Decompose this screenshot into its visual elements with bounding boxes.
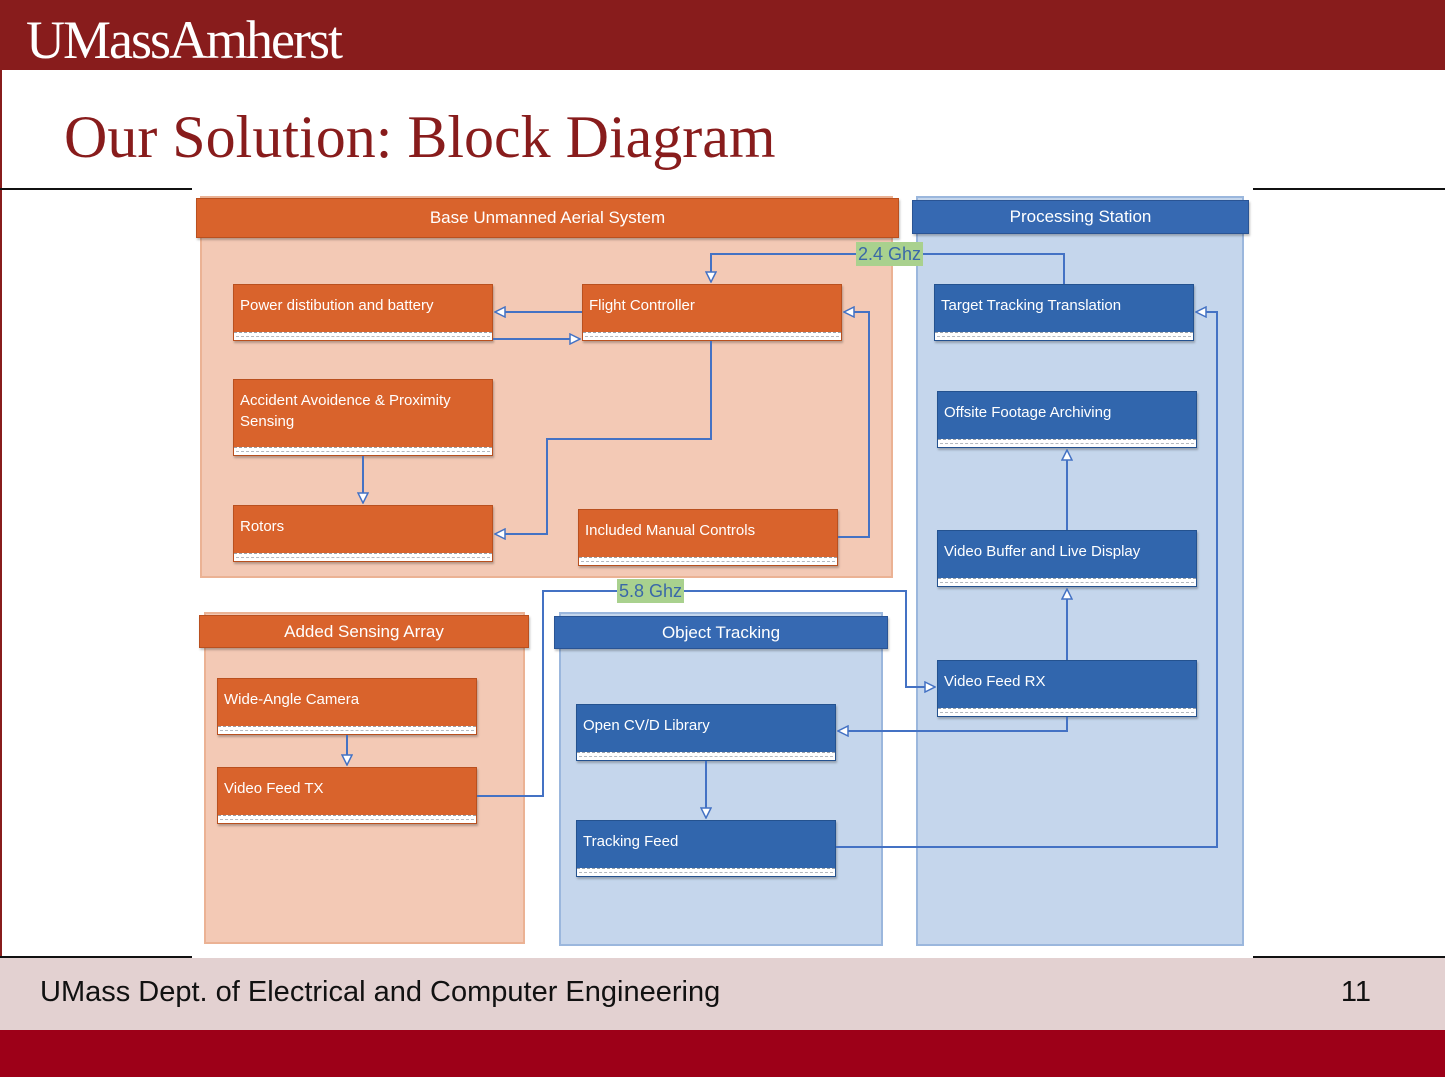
manual-controls-block: Included Manual Controls	[578, 509, 838, 566]
footer-divider-left	[0, 956, 192, 958]
flight-controller-label: Flight Controller	[589, 297, 695, 314]
offsite-archiving-label: Offsite Footage Archiving	[944, 404, 1112, 421]
title-divider-right	[1253, 188, 1445, 190]
accident-avoidance-block: Accident Avoidence & Proximity Sensing	[233, 379, 493, 456]
page-number: 11	[1340, 976, 1371, 1008]
target-tracking-block: Target Tracking Translation	[934, 284, 1194, 341]
object-tracking-group	[559, 612, 883, 946]
video-feed-rx-label: Video Feed RX	[944, 673, 1046, 690]
wide-angle-camera-block: Wide-Angle Camera	[217, 678, 477, 735]
video-feed-tx-block: Video Feed TX	[217, 767, 477, 824]
power-distribution-block: Power distibution and battery	[233, 284, 493, 341]
tracking-feed-label: Tracking Feed	[583, 833, 679, 850]
video-feed-rx-block: Video Feed RX	[937, 660, 1197, 717]
accident-avoidance-label: Accident Avoidence & Proximity Sensing	[240, 392, 451, 430]
freq-label-5-8: 5.8 Ghz	[617, 579, 685, 603]
rotors-block: Rotors	[233, 505, 493, 562]
flight-controller-block: Flight Controller	[582, 284, 842, 341]
rotors-label: Rotors	[240, 518, 285, 535]
object-tracking-header: Object Tracking	[554, 616, 888, 649]
left-border	[0, 70, 3, 960]
video-feed-tx-label: Video Feed TX	[224, 780, 324, 797]
power-distribution-label: Power distibution and battery	[240, 297, 434, 314]
video-buffer-block: Video Buffer and Live Display	[937, 530, 1197, 587]
manual-controls-label: Included Manual Controls	[585, 522, 756, 539]
wide-angle-camera-label: Wide-Angle Camera	[224, 691, 360, 708]
opencv-library-block: Open CV/D Library	[576, 704, 836, 761]
footer-band	[0, 958, 1445, 1030]
umass-logo: UMassAmherst	[26, 10, 343, 70]
target-tracking-label: Target Tracking Translation	[941, 297, 1122, 314]
offsite-archiving-block: Offsite Footage Archiving	[937, 391, 1197, 448]
added-sensing-header: Added Sensing Array	[199, 615, 529, 648]
footer-divider-right	[1253, 956, 1445, 958]
top-banner	[0, 0, 1445, 70]
slide-title: Our Solution: Block Diagram	[64, 104, 776, 170]
video-buffer-label: Video Buffer and Live Display	[944, 543, 1141, 560]
freq-label-2-4: 2.4 Ghz	[856, 242, 924, 266]
base-uas-header: Base Unmanned Aerial System	[196, 198, 899, 238]
title-divider-left	[0, 188, 192, 190]
bottom-banner	[0, 1030, 1445, 1077]
processing-station-header: Processing Station	[912, 200, 1249, 234]
footer-department: UMass Dept. of Electrical and Computer E…	[40, 976, 721, 1008]
tracking-feed-block: Tracking Feed	[576, 820, 836, 877]
opencv-library-label: Open CV/D Library	[583, 717, 710, 734]
